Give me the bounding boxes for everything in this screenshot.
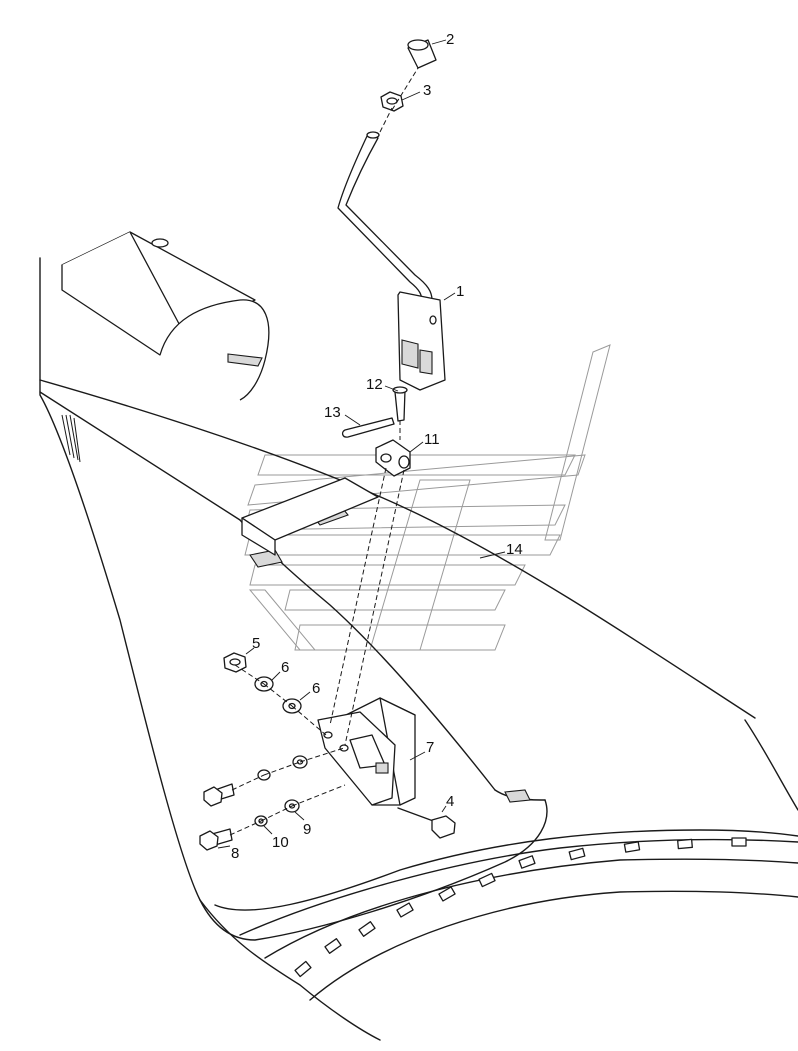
bracket-part-7 (317, 697, 416, 806)
rim-slots (294, 837, 747, 978)
callout-12: 12 (366, 376, 383, 393)
clevis-part-11 (375, 439, 411, 477)
callout-leaders (217, 39, 506, 849)
watermark-logo (244, 344, 611, 651)
callout-5: 5 (252, 635, 260, 652)
callout-8: 8 (231, 845, 239, 862)
callout-10: 10 (272, 834, 289, 851)
fender-panel (39, 257, 798, 1041)
callout-1: 1 (456, 283, 464, 300)
callout-labels: 2 3 1 12 13 11 14 5 6 6 7 4 9 10 8 (231, 31, 523, 862)
nut-part-5 (223, 652, 247, 673)
lever-part-1 (337, 131, 446, 391)
nut-part-3 (380, 91, 404, 112)
callout-9: 9 (303, 821, 311, 838)
callout-6a: 6 (281, 659, 289, 676)
callout-2: 2 (446, 31, 454, 48)
callout-6b: 6 (312, 680, 320, 697)
cap-part-2 (407, 39, 437, 69)
callout-4: 4 (446, 793, 454, 810)
bolt-part-8-lower (199, 828, 233, 851)
pin-part-12 (392, 386, 408, 422)
bolt-part-4 (397, 807, 456, 839)
bolt-part-8-upper (203, 783, 235, 807)
upper-housing (61, 231, 270, 401)
assembly-center-lines (229, 67, 419, 836)
callout-13: 13 (324, 404, 341, 421)
cotter-pin-part-13 (341, 417, 395, 438)
callout-3: 3 (423, 82, 431, 99)
callout-11: 11 (424, 431, 440, 448)
callout-7: 7 (426, 739, 434, 756)
callout-14: 14 (506, 541, 523, 558)
